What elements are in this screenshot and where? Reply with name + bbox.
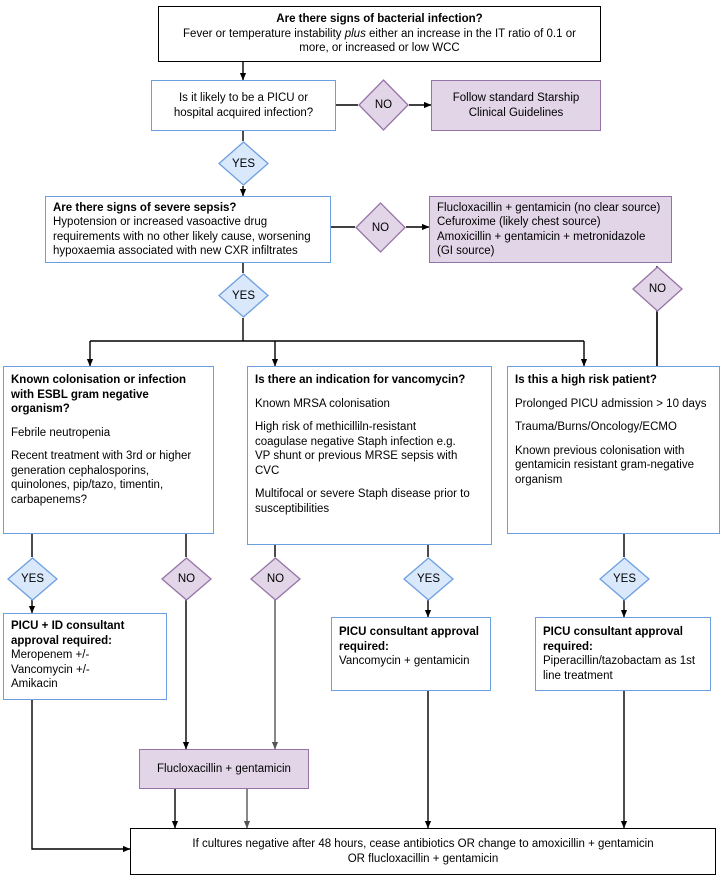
decision-no-high-risk-label: NO [648, 283, 667, 295]
severe-sepsis-line1: Hypotension or increased vasoactive drug [53, 216, 268, 228]
vancomycin-title: Is there an indication for vancomycin? [255, 374, 466, 386]
high-risk-body4: gentamicin resistant gram-negative [515, 459, 694, 471]
decision-no-vancomycin: NO [250, 557, 301, 601]
severe-sepsis-title: Are there signs of severe sepsis? [53, 201, 237, 214]
picu-id-body2: Vancomycin +/- [11, 663, 90, 676]
esbl-title2: with ESBL gram negative [11, 388, 149, 401]
cultures-negative-line1: If cultures negative after 48 hours, cea… [192, 838, 654, 850]
picu-pip-body2: line treatment [543, 669, 613, 682]
decision-no-picu-acquired: NO [358, 79, 409, 131]
starship-guidelines-line1: Follow standard Starship [452, 92, 580, 104]
esbl-body3: generation cephalosporins, [11, 464, 150, 477]
hr-spacer-1 [515, 388, 712, 397]
cultures-negative-line2: OR flucloxacillin + gentamicin [347, 852, 499, 865]
picu-id-title2: approval required: [11, 634, 112, 647]
picu-vanc-title2: required: [339, 640, 389, 653]
decision-no-sepsis-label: NO [371, 221, 390, 234]
node-bacterial-infection: Are there signs of bacterial infection? … [158, 6, 601, 62]
node-picu-id-consultant: PICU + ID consultant approval required: … [3, 613, 167, 700]
node-picu-consultant-vancomycin: PICU consultant approval required: Vanco… [331, 617, 491, 691]
decision-yes-esbl-label: YES [20, 573, 44, 585]
empiric-line4: (GI source) [437, 245, 495, 257]
empiric-line3: Amoxicillin + gentamicin + metronidazole [437, 230, 646, 243]
hr-spacer-2 [515, 411, 712, 420]
decision-yes-severe-sepsis: YES [218, 273, 269, 318]
esbl-title1: Known colonisation or infection [11, 374, 187, 386]
vancomycin-body2: High risk of methicilliln-resistant [255, 421, 417, 433]
decision-no-high-risk: NO [632, 266, 683, 312]
esbl-body5: carbapenems? [11, 493, 88, 506]
bacterial-infection-line2: more, or increased or low WCC [299, 42, 460, 55]
esbl-spacer-1 [11, 417, 206, 426]
severe-sepsis-line2: requirements with no other likely cause,… [53, 230, 311, 243]
decision-yes-vancomycin-label: YES [416, 573, 440, 585]
decision-yes-esbl: YES [7, 557, 58, 601]
high-risk-body1: Prolonged PICU admission > 10 days [515, 397, 707, 410]
empiric-line1: Flucloxacillin + gentamicin (no clear so… [437, 201, 661, 214]
picu-id-body1: Meropenem +/- [11, 649, 90, 661]
esbl-title3: organism? [11, 403, 70, 415]
picu-vanc-body1: Vancomycin + gentamicin [339, 655, 470, 667]
node-flucloxacillin-gentamicin: Flucloxacillin + gentamicin [139, 749, 309, 789]
decision-no-vancomycin-label: NO [266, 573, 285, 585]
decision-yes-vancomycin: YES [403, 557, 454, 601]
picu-pip-body1: Piperacillin/tazobactam as 1st [543, 655, 696, 667]
high-risk-body2: Trauma/Burns/Oncology/ECMO [515, 421, 677, 433]
node-esbl-organism: Known colonisation or infection with ESB… [3, 366, 214, 534]
decision-yes-picu-label: YES [231, 157, 255, 170]
node-high-risk-patient: Is this a high risk patient? Prolonged P… [507, 366, 720, 534]
high-risk-title: Is this a high risk patient? [515, 374, 657, 386]
high-risk-body5: organism [515, 473, 563, 486]
vancomycin-body1: Known MRSA colonisation [255, 397, 390, 410]
picu-pip-title2: required: [543, 640, 593, 653]
decision-yes-sepsis-label: YES [231, 289, 255, 302]
bacterial-infection-line1: Fever or temperature instability plus ei… [183, 27, 576, 40]
picu-acquired-line2: hospital acquired infection? [173, 106, 314, 119]
decision-no-esbl: NO [161, 557, 212, 601]
picu-id-title1: PICU + ID consultant [11, 620, 125, 632]
picu-acquired-line1: Is it likely to be a PICU or [178, 92, 309, 104]
hr-spacer-3 [515, 435, 712, 444]
decision-yes-high-risk-label: YES [612, 573, 636, 585]
node-cultures-negative: If cultures negative after 48 hours, cea… [130, 828, 716, 875]
starship-guidelines-line2: Clinical Guidelines [468, 106, 564, 119]
diamond-shape [218, 273, 269, 318]
vanc-spacer-2 [255, 411, 484, 420]
vancomycin-body6: Multifocal or severe Staph disease prior… [255, 488, 470, 500]
picu-vanc-title1: PICU consultant approval [339, 626, 479, 638]
node-vancomycin-indication: Is there an indication for vancomycin? K… [247, 366, 492, 545]
high-risk-body3: Known previous colonisation with [515, 444, 685, 457]
esbl-spacer-2 [11, 440, 206, 449]
decision-yes-high-risk: YES [599, 557, 650, 601]
vancomycin-body5: CVC [255, 464, 280, 477]
picu-pip-title1: PICU consultant approval [543, 626, 683, 638]
severe-sepsis-line3: hypoxaemia associated with new CXR infil… [53, 245, 298, 257]
node-starship-guidelines: Follow standard Starship Clinical Guidel… [431, 80, 601, 131]
bacterial-infection-title: Are there signs of bacterial infection? [276, 13, 483, 26]
diamond-shape [358, 79, 409, 131]
node-picu-consultant-piperacillin: PICU consultant approval required: Piper… [535, 617, 711, 691]
node-empiric-regimens: Flucloxacillin + gentamicin (no clear so… [429, 196, 672, 263]
decision-no-esbl-label: NO [177, 573, 196, 585]
vancomycin-body4: VP shunt or previous MRSE sepsis with [255, 450, 458, 462]
esbl-body1: Febrile neutropenia [11, 426, 111, 439]
node-severe-sepsis: Are there signs of severe sepsis? Hypote… [45, 196, 331, 263]
vancomycin-body7: susceptibilities [255, 502, 330, 515]
decision-no-picu-label: NO [374, 99, 393, 111]
diamond-shape [355, 202, 406, 253]
vancomycin-body3: coagulase negative Staph infection e.g. [255, 435, 456, 448]
decision-no-severe-sepsis: NO [355, 202, 406, 253]
picu-id-body3: Amikacin [11, 678, 58, 690]
vanc-spacer-3 [255, 478, 484, 487]
empiric-line2: Cefuroxime (likely chest source) [437, 216, 601, 228]
decision-yes-picu-acquired: YES [218, 141, 269, 186]
vanc-spacer-1 [255, 388, 484, 397]
fluclox-gent-label: Flucloxacillin + gentamicin [157, 762, 291, 775]
node-picu-acquired-infection: Is it likely to be a PICU or hospital ac… [151, 80, 336, 131]
diamond-shape [218, 141, 269, 186]
esbl-body2: Recent treatment with 3rd or higher [11, 450, 192, 462]
esbl-body4: quinolones, pip/tazo, timentin, [11, 479, 164, 491]
